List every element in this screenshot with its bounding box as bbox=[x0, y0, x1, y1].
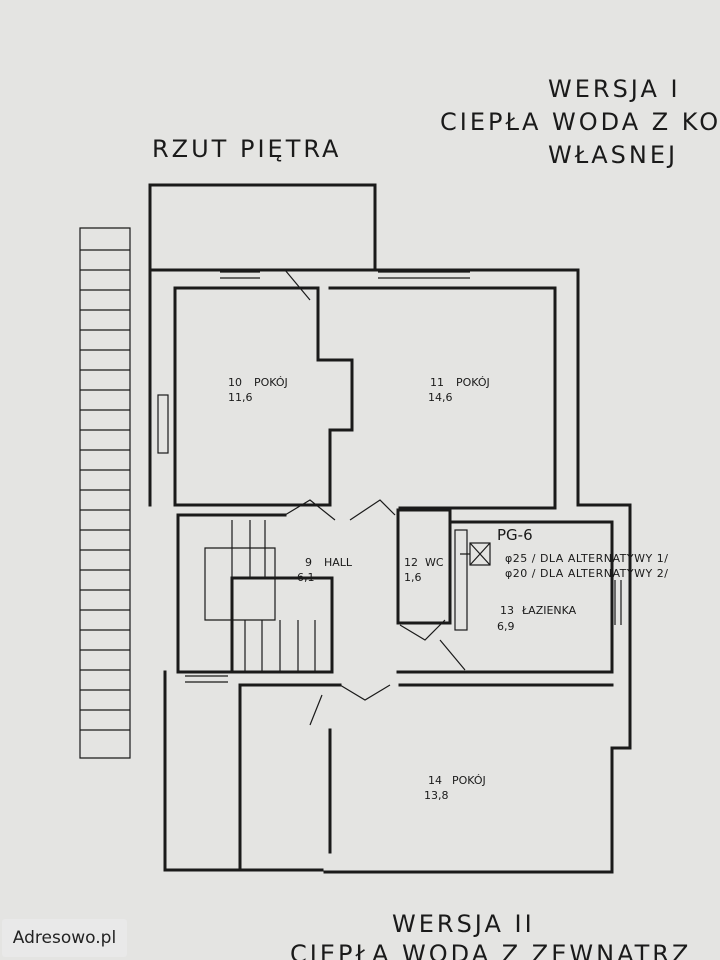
balcony-outline bbox=[148, 183, 377, 272]
room-label-9: 9 HALL 6,1 bbox=[297, 556, 353, 584]
wc-walls bbox=[396, 508, 452, 625]
svg-text:11: 11 bbox=[430, 376, 444, 389]
svg-text:WC: WC bbox=[425, 556, 444, 569]
svg-text:POKÓJ: POKÓJ bbox=[452, 774, 486, 787]
room-14-walls bbox=[238, 683, 614, 870]
inner-stair-treads bbox=[204, 520, 316, 672]
svg-text:ŁAZIENKA: ŁAZIENKA bbox=[521, 604, 577, 617]
svg-text:9: 9 bbox=[305, 556, 312, 569]
radiator bbox=[454, 529, 468, 631]
version-top-line1: WERSJA I bbox=[548, 75, 681, 103]
version-bottom-line1: WERSJA II bbox=[392, 910, 535, 938]
svg-text:6,9: 6,9 bbox=[497, 620, 515, 633]
window bbox=[185, 271, 622, 683]
radiator bbox=[157, 394, 169, 454]
svg-text:11,6: 11,6 bbox=[228, 391, 253, 404]
svg-text:12: 12 bbox=[404, 556, 418, 569]
room-label-14: 14 POKÓJ 13,8 bbox=[424, 774, 486, 802]
svg-text:14: 14 bbox=[428, 774, 442, 787]
svg-text:14,6: 14,6 bbox=[428, 391, 453, 404]
svg-text:1,6: 1,6 bbox=[404, 571, 422, 584]
svg-text:6,1: 6,1 bbox=[297, 571, 315, 584]
watermark-logo: Adresowo.pl bbox=[2, 919, 127, 957]
room-label-12: 12 WC 1,6 bbox=[404, 556, 444, 584]
room-10-walls bbox=[173, 286, 354, 507]
plan-title: RZUT PIĘTRA bbox=[152, 135, 341, 163]
outer-stair-treads bbox=[79, 227, 131, 759]
svg-text:HALL: HALL bbox=[324, 556, 353, 569]
room-label-10: 10 POKÓJ 11,6 bbox=[228, 376, 288, 404]
svg-text:13,8: 13,8 bbox=[424, 789, 449, 802]
pipe-annotation-2: φ20 / DLA ALTERNATYWY 2/ bbox=[505, 567, 668, 580]
pipe-annotation-1: φ25 / DLA ALTERNATYWY 1/ bbox=[505, 552, 668, 565]
room-11-walls bbox=[328, 286, 557, 510]
svg-text:13: 13 bbox=[500, 604, 514, 617]
version-top-line2: CIEPŁA WODA Z KOT bbox=[440, 108, 720, 136]
door-swing bbox=[284, 269, 466, 726]
svg-text:10: 10 bbox=[228, 376, 242, 389]
corridor-walls bbox=[163, 670, 324, 872]
version-top-line3: WŁASNEJ bbox=[548, 141, 678, 169]
hall-walls bbox=[176, 513, 334, 674]
bathroom-walls bbox=[396, 520, 614, 674]
outer-wall bbox=[148, 268, 632, 874]
pg-label: PG-6 bbox=[497, 526, 533, 544]
svg-text:POKÓJ: POKÓJ bbox=[254, 376, 288, 389]
room-label-13: 13 ŁAZIENKA 6,9 bbox=[497, 604, 577, 633]
svg-text:POKÓJ: POKÓJ bbox=[456, 376, 490, 389]
version-bottom-line2: CIEPŁA WODA Z ZEWNĄTRZ bbox=[290, 940, 691, 960]
stair-block bbox=[230, 576, 334, 674]
room-label-11: 11 POKÓJ 14,6 bbox=[428, 376, 490, 404]
